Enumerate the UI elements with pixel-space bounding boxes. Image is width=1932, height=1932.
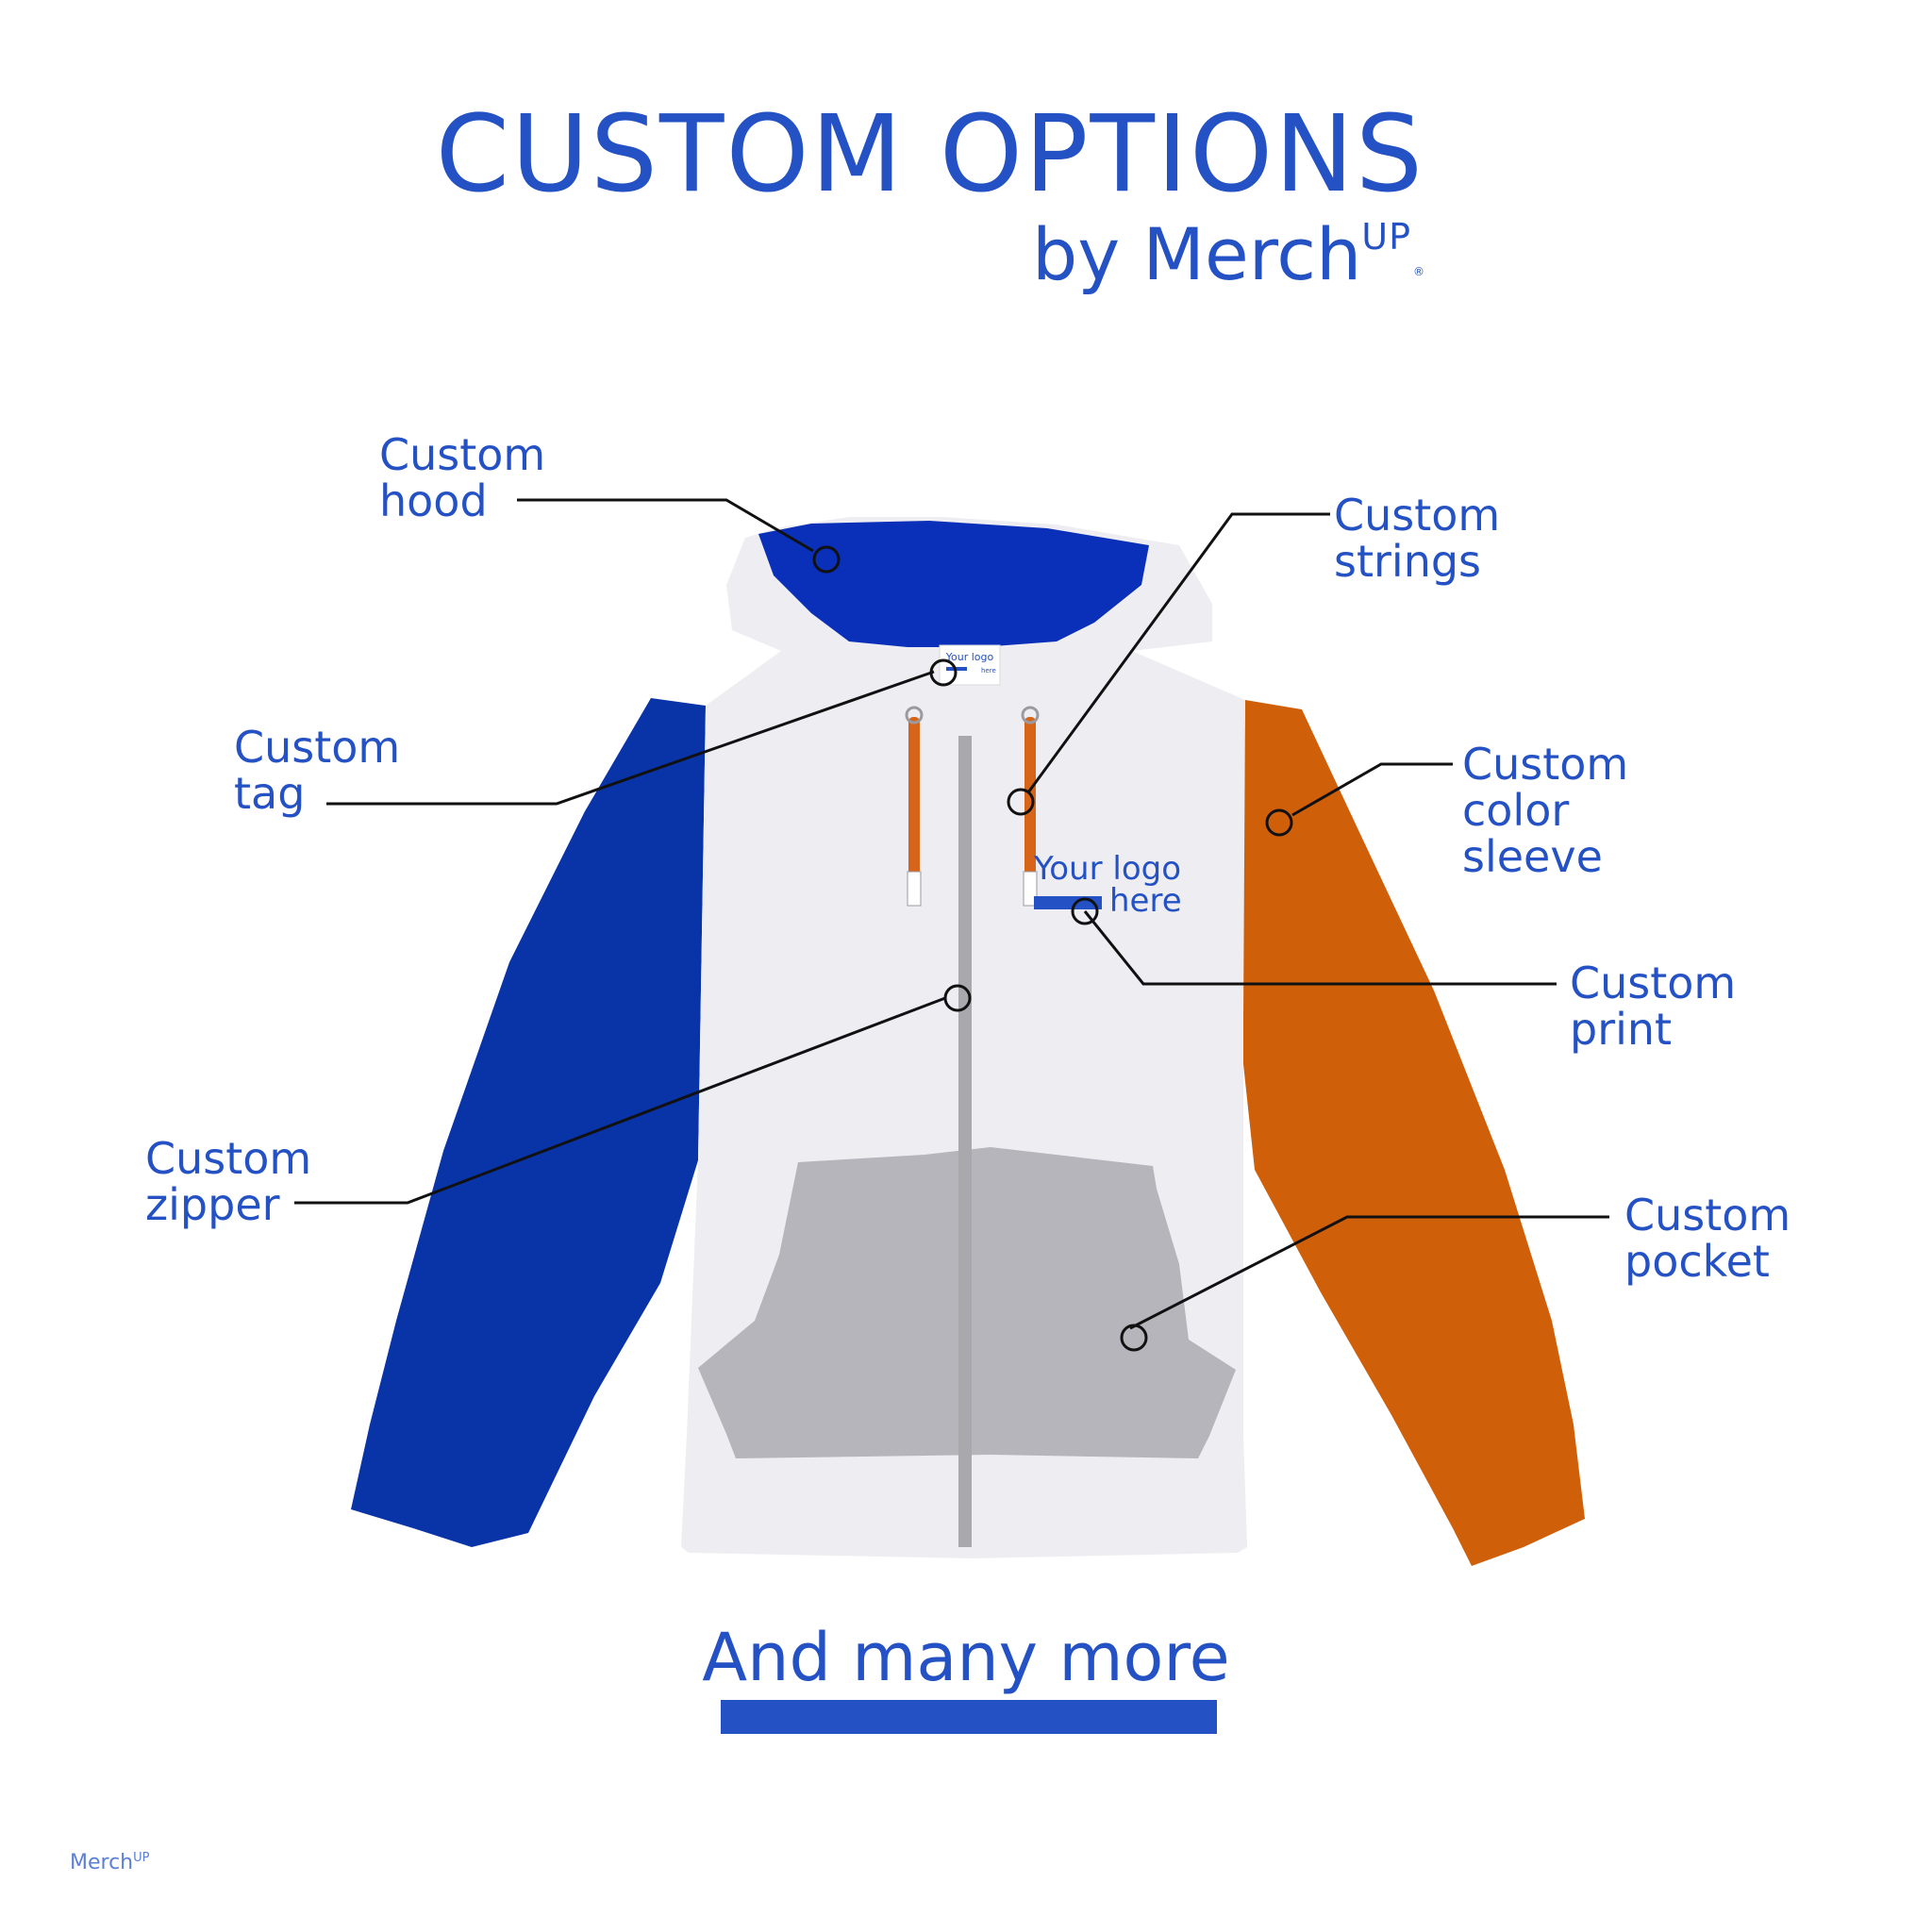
chest-print-line2: here bbox=[1109, 882, 1182, 920]
hood-marker[interactable] bbox=[812, 545, 841, 574]
label-custom-strings: Custom strings bbox=[1334, 490, 1501, 587]
neck-tag-bar bbox=[946, 667, 967, 671]
left-aglet bbox=[907, 871, 922, 907]
hood-lining bbox=[758, 521, 1149, 647]
callout-lines bbox=[294, 498, 1609, 1330]
label-custom-zipper: Custom zipper bbox=[145, 1133, 312, 1230]
label-custom-hood: Custom hood bbox=[379, 429, 546, 526]
hood-callout-line bbox=[517, 498, 814, 553]
strings-callout-line bbox=[1026, 512, 1330, 793]
print-marker[interactable] bbox=[1071, 897, 1099, 925]
right-sleeve bbox=[1241, 700, 1585, 1566]
tag-callout-line bbox=[326, 670, 935, 806]
zipper-callout-line bbox=[294, 996, 946, 1205]
left-drawstring bbox=[908, 717, 920, 906]
page-subtitle: by MerchUP® bbox=[0, 219, 1424, 291]
brand-up-mark: UP bbox=[1361, 216, 1411, 258]
cta-underline-bar bbox=[721, 1700, 1217, 1734]
chest-print-line1: Your logo bbox=[1033, 850, 1181, 888]
neck-tag-text-line2: here bbox=[981, 667, 996, 675]
sleeve-marker[interactable] bbox=[1265, 808, 1293, 837]
label-custom-print: Custom print bbox=[1570, 958, 1737, 1055]
left-eyelet bbox=[905, 706, 924, 724]
pocket-marker[interactable] bbox=[1120, 1324, 1148, 1352]
label-custom-pocket: Custom pocket bbox=[1624, 1190, 1791, 1287]
subtitle-prefix: by Merch bbox=[1032, 212, 1362, 296]
label-custom-color-sleeve: Custom color sleeve bbox=[1462, 739, 1629, 882]
footer-logo-text: Merch bbox=[70, 1851, 134, 1874]
strings-marker[interactable] bbox=[1007, 788, 1035, 816]
right-aglet bbox=[1023, 871, 1038, 907]
zipper-line bbox=[958, 736, 972, 1547]
print-callout-line bbox=[1083, 910, 1557, 986]
pocket-callout-line bbox=[1129, 1215, 1609, 1330]
zipper-marker[interactable] bbox=[943, 984, 972, 1012]
right-eyelet bbox=[1021, 706, 1040, 724]
footer-logo-up: UP bbox=[133, 1851, 150, 1865]
label-custom-tag: Custom tag bbox=[234, 722, 401, 819]
page-title: CUSTOM OPTIONS bbox=[435, 93, 1424, 216]
sleeve-callout-line bbox=[1291, 762, 1453, 817]
and-many-more-heading: And many more bbox=[702, 1619, 1230, 1696]
left-sleeve bbox=[351, 698, 706, 1547]
tag-marker[interactable] bbox=[929, 658, 958, 687]
neck-tag-text-line1: Your logo bbox=[945, 651, 994, 663]
registered-mark: ® bbox=[1413, 265, 1424, 278]
neck-tag bbox=[939, 644, 1001, 686]
merchup-footer-logo: MerchUP bbox=[70, 1851, 149, 1874]
